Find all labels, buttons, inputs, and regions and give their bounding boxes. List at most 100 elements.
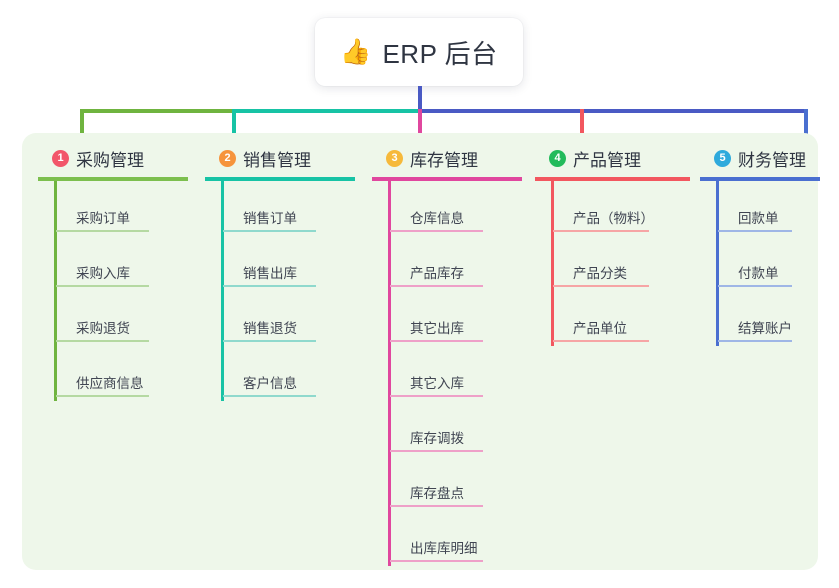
branch-header-3[interactable]: 3 库存管理 [372, 146, 522, 170]
branch-item-list: 仓库信息产品库存其它出库其它入库库存调拨库存盘点出库库明细 [372, 181, 522, 566]
connector-drop-4 [580, 109, 584, 137]
branch-item-underline [718, 230, 792, 232]
branch-column-2: 2 销售管理销售订单销售出库销售退货客户信息 [205, 146, 355, 401]
branch-item[interactable]: 产品单位 [553, 291, 690, 346]
branch-item-underline [390, 395, 483, 397]
branch-column-5: 5 财务管理回款单付款单结算账户 [700, 146, 820, 346]
connector-segment-1 [80, 109, 232, 113]
branch-number-badge: 1 [52, 149, 69, 167]
branch-item-underline [56, 285, 149, 287]
thumbs-up-icon: 👍 [340, 37, 372, 66]
root-stem-connector [418, 86, 422, 111]
branch-item-underline [390, 450, 483, 452]
branch-spine [54, 181, 57, 401]
branch-underline [205, 177, 355, 181]
branch-item[interactable]: 采购订单 [56, 181, 188, 236]
branch-item[interactable]: 回款单 [718, 181, 820, 236]
connector-drop-5 [804, 109, 808, 137]
branch-item-label: 其它出库 [410, 321, 464, 336]
root-node[interactable]: 👍 ERP 后台 [315, 18, 523, 86]
branch-item[interactable]: 销售订单 [223, 181, 355, 236]
branch-item-underline [553, 230, 649, 232]
root-title: ERP 后台 [382, 38, 498, 69]
branch-item-underline [390, 285, 483, 287]
branch-item-underline [223, 230, 316, 232]
branch-item[interactable]: 库存调拨 [390, 401, 522, 456]
branch-item[interactable]: 其它出库 [390, 291, 522, 346]
branch-item[interactable]: 销售退货 [223, 291, 355, 346]
branch-item-list: 销售订单销售出库销售退货客户信息 [205, 181, 355, 401]
branch-item-underline [390, 230, 483, 232]
branch-item[interactable]: 库存盘点 [390, 456, 522, 511]
branch-item-label: 销售订单 [243, 211, 297, 226]
branch-item[interactable]: 结算账户 [718, 291, 820, 346]
branch-item[interactable]: 出库库明细 [390, 511, 522, 566]
branch-item[interactable]: 产品（物料） [553, 181, 690, 236]
branch-item-list: 产品（物料） 产品分类产品单位 [535, 181, 690, 346]
branches-panel [22, 133, 818, 570]
branch-item[interactable]: 客户信息 [223, 346, 355, 401]
branch-spine [551, 181, 554, 346]
branch-item[interactable]: 产品库存 [390, 236, 522, 291]
branch-item-label: 仓库信息 [410, 211, 464, 226]
branch-item-label: 出库库明细 [410, 541, 478, 556]
branch-item-underline [390, 560, 483, 562]
branch-item-label: 产品单位 [573, 321, 627, 336]
branch-number-badge: 3 [386, 149, 403, 167]
branch-item-label: 产品（物料） [573, 211, 654, 226]
branch-item-label: 采购订单 [76, 211, 130, 226]
branch-item[interactable]: 其它入库 [390, 346, 522, 401]
branch-item[interactable]: 付款单 [718, 236, 820, 291]
branch-item-label: 客户信息 [243, 376, 297, 391]
branch-item-underline [390, 505, 483, 507]
branch-title: 采购管理 [76, 150, 144, 170]
branch-title: 销售管理 [243, 150, 311, 170]
branch-spine [388, 181, 391, 566]
branch-underline [38, 177, 188, 181]
connector-drop-3 [418, 109, 422, 137]
branch-item-label: 结算账户 [738, 321, 792, 336]
branch-item-underline [718, 340, 792, 342]
branch-item-list: 回款单付款单结算账户 [700, 181, 820, 346]
branch-header-2[interactable]: 2 销售管理 [205, 146, 355, 170]
branch-item-label: 其它入库 [410, 376, 464, 391]
branch-item-label: 供应商信息 [76, 376, 144, 391]
branch-item[interactable]: 产品分类 [553, 236, 690, 291]
branch-underline [535, 177, 690, 181]
branch-item-label: 销售退货 [243, 321, 297, 336]
branch-item[interactable]: 采购退货 [56, 291, 188, 346]
branch-title: 库存管理 [410, 150, 478, 170]
branch-item-underline [718, 285, 792, 287]
branch-item-label: 产品库存 [410, 266, 464, 281]
branch-item[interactable]: 销售出库 [223, 236, 355, 291]
branch-item-label: 付款单 [738, 266, 779, 281]
branch-header-5[interactable]: 5 财务管理 [700, 146, 820, 170]
branch-item-underline [390, 340, 483, 342]
connector-segment-2 [232, 109, 420, 113]
branch-item[interactable]: 供应商信息 [56, 346, 188, 401]
branch-item-underline [56, 395, 149, 397]
connector-segment-3 [420, 109, 808, 113]
connector-drop-2 [232, 109, 236, 137]
branch-title: 财务管理 [738, 150, 806, 170]
branch-item-label: 采购退货 [76, 321, 130, 336]
branch-number-badge: 5 [714, 149, 731, 167]
branch-item[interactable]: 仓库信息 [390, 181, 522, 236]
branch-item[interactable]: 采购入库 [56, 236, 188, 291]
branch-item-underline [56, 230, 149, 232]
branch-item-label: 回款单 [738, 211, 779, 226]
branch-item-underline [223, 340, 316, 342]
branch-title: 产品管理 [573, 150, 641, 170]
branch-column-1: 1 采购管理采购订单采购入库采购退货供应商信息 [38, 146, 188, 401]
branch-header-1[interactable]: 1 采购管理 [38, 146, 188, 170]
branch-spine [221, 181, 224, 401]
branch-item-label: 库存盘点 [410, 486, 464, 501]
branch-number-badge: 2 [219, 149, 236, 167]
branch-item-label: 库存调拨 [410, 431, 464, 446]
branch-underline [372, 177, 522, 181]
branch-item-underline [223, 285, 316, 287]
branch-item-underline [223, 395, 316, 397]
branch-spine [716, 181, 719, 346]
